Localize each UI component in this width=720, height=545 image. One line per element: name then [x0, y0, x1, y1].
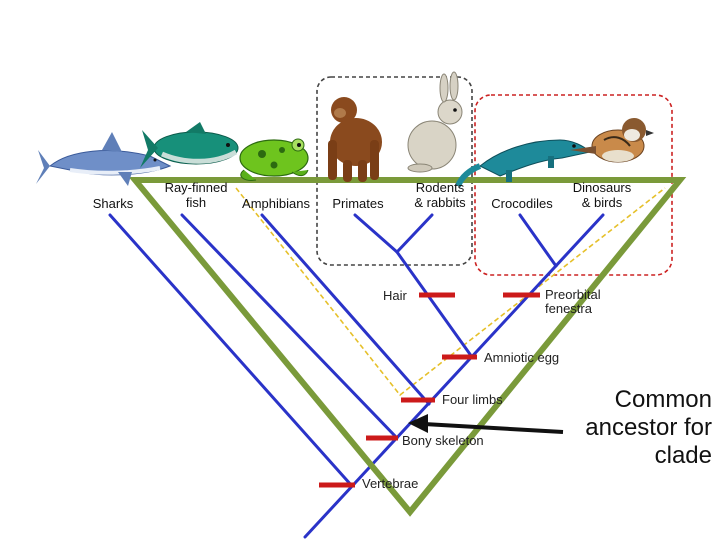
taxon-label-sharks: Sharks	[92, 196, 134, 211]
branch-crocodiles	[518, 213, 558, 268]
branch-root	[303, 213, 605, 539]
trait-label-vertebrae: Vertebrae	[362, 476, 419, 491]
branch-sharks	[108, 213, 354, 488]
trait-label-hair: Hair	[383, 288, 407, 303]
tetrapod-clade-outline	[235, 187, 666, 397]
branch-rodents	[395, 213, 434, 254]
taxon-label-dinosaurs-birds: Dinosaurs & birds	[572, 180, 632, 210]
crocodile-icon	[455, 139, 592, 188]
frog-icon	[239, 138, 309, 181]
taxon-label-ray-finned-fish: Ray-finned fish	[164, 180, 228, 210]
trait-label-preorbital-fenestra: Preorbital fenestra	[545, 287, 601, 316]
mammal-group-box	[316, 76, 473, 266]
trait-label-amniotic-egg: Amniotic egg	[484, 350, 560, 365]
clade-triangle	[128, 177, 687, 517]
tuna-icon	[140, 122, 239, 168]
trait-label-four-limbs: Four limbs	[442, 392, 503, 407]
tree-branches	[108, 213, 605, 539]
shark-icon	[36, 132, 172, 186]
ancestor-arrow	[408, 414, 564, 434]
taxon-label-rodents-rabbits: Rodents & rabbits	[414, 180, 466, 210]
taxon-label-crocodiles: Crocodiles	[491, 196, 553, 211]
taxon-label-amphibians: Amphibians	[242, 196, 310, 211]
branch-ray-finned-fish	[180, 213, 399, 440]
branch-amniote	[395, 250, 474, 359]
branch-primates	[353, 213, 399, 254]
reptile-group-box	[474, 94, 673, 276]
ape-icon	[328, 97, 382, 182]
trait-label-bony-skeleton: Bony skeleton	[402, 433, 484, 448]
branch-amphibians	[260, 213, 431, 406]
taxon-label-primates: Primates	[332, 196, 384, 211]
rabbit-icon	[407, 71, 463, 173]
sparrow-icon	[570, 118, 654, 163]
trait-markers	[319, 292, 540, 488]
common-ancestor-annotation: Common ancestor for clade	[585, 386, 712, 469]
